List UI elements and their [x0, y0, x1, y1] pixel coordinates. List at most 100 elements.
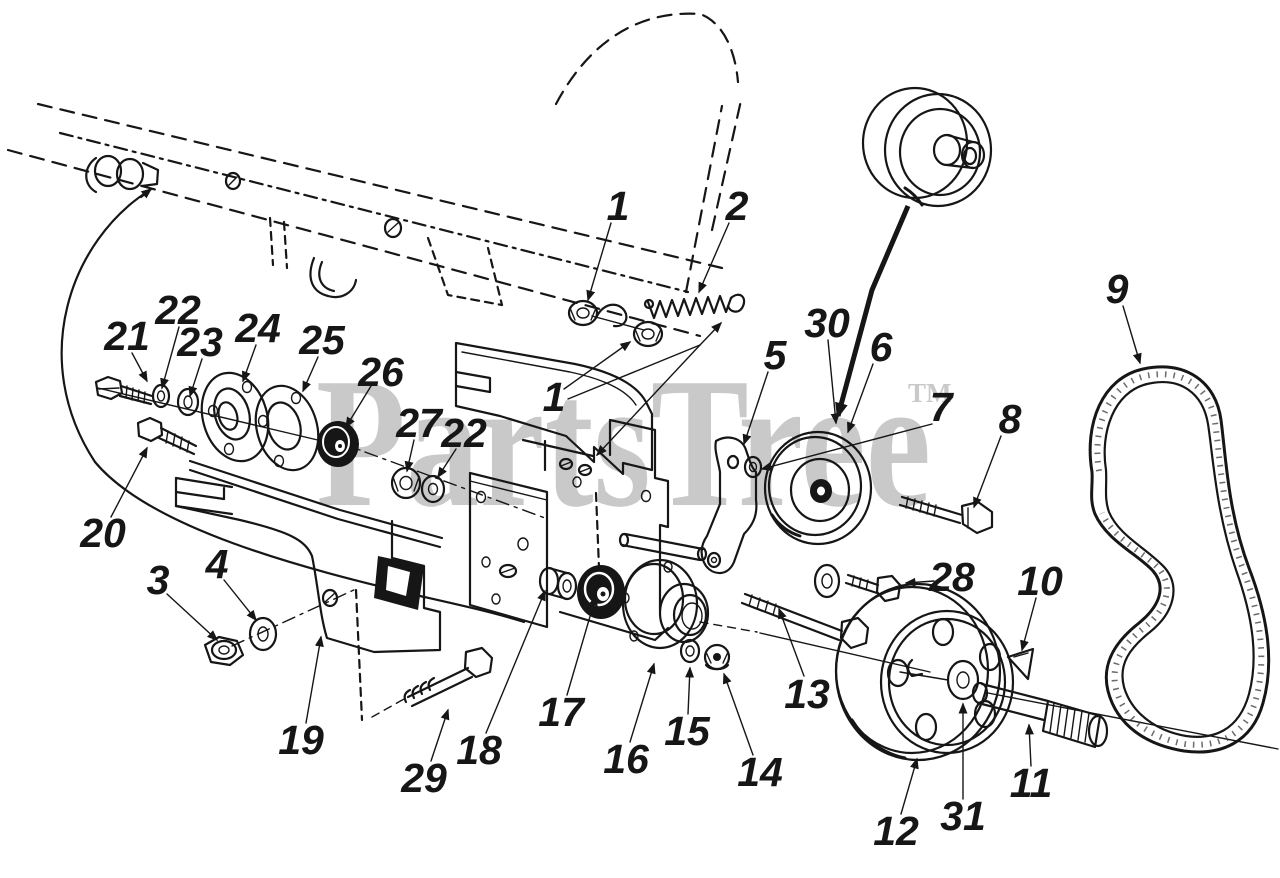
watermark-group: PartsTree TM: [316, 340, 952, 546]
callout-7-28: 7: [930, 384, 955, 430]
callout-18-16: 18: [456, 727, 502, 773]
leader-arrow-11: [1024, 723, 1034, 767]
leader-arrow-4: [223, 579, 257, 622]
leader-arrow-8: [973, 435, 1002, 509]
leader-arrow-28: [904, 577, 935, 587]
callout-8-27: 8: [999, 396, 1022, 442]
leader-arrow-3: [166, 593, 219, 642]
leader-arrow-23: [188, 358, 203, 398]
tractor-frame-phantom: [6, 12, 744, 338]
callout-3-12: 3: [147, 557, 170, 603]
washer-4: [248, 616, 278, 652]
leader-arrow-5: [742, 371, 769, 446]
bearing-flange-25: [254, 384, 320, 472]
nut-14: [703, 643, 731, 671]
callout-31-23: 31: [940, 793, 986, 839]
leader-arrow-13: [778, 607, 805, 677]
leader-arrow-22: [160, 326, 180, 390]
bolt-13: [740, 592, 870, 650]
bolt-21-washers: [94, 375, 200, 417]
pulley-26: [317, 421, 359, 467]
callout-1-0: 1: [607, 183, 630, 229]
extension-spring-2: [643, 293, 746, 320]
spacer-bushing-18: [538, 566, 578, 601]
leader-arrow-17: [566, 594, 598, 696]
v-belt-9: [1088, 365, 1271, 754]
callout-22-4: 22: [154, 287, 201, 333]
bolt-29: [403, 646, 494, 708]
nut-1-upper: [567, 299, 599, 327]
callout-26-8: 26: [357, 349, 405, 395]
idler-bracket-plate: [521, 418, 670, 642]
washer-bolt-28: [813, 563, 902, 603]
callout-1-2: 1: [543, 374, 566, 420]
callout-9-32: 9: [1106, 266, 1129, 312]
leader-arrow-10: [1020, 597, 1037, 652]
leader-arrow-15: [685, 666, 695, 715]
callout-2-1: 2: [725, 183, 749, 229]
leader-arrow-14: [722, 672, 754, 756]
clutch-cable-curve: [60, 187, 526, 624]
leader-arrow-6: [847, 363, 874, 434]
drive-pulley-12: [834, 582, 1015, 762]
washer-31: [946, 659, 980, 701]
nut-3: [203, 635, 245, 667]
callout-17-17: 17: [538, 689, 586, 735]
leader-arrow-1: [595, 344, 701, 457]
woodruff-key-10: [1006, 647, 1035, 681]
leader-arrow-30: [827, 339, 840, 425]
callout-13-21: 13: [784, 671, 830, 717]
leader-arrow-22: [437, 448, 457, 479]
idler-pulley-6: [763, 430, 873, 546]
callout-11-24: 11: [1010, 760, 1053, 806]
watermark-tm-icon: TM: [908, 378, 952, 408]
washer-15: [679, 638, 701, 664]
leader-arrow-19: [305, 635, 324, 724]
spring-hook-wire: [594, 303, 628, 328]
nut-1-lower: [632, 320, 664, 348]
callout-29-15: 29: [400, 755, 447, 801]
callout-4-13: 4: [205, 541, 229, 587]
leader-arrow-20: [110, 446, 148, 518]
leader-arrow-24: [241, 344, 257, 383]
leader-arrow-25: [302, 356, 319, 393]
leader-arrow-1: [586, 222, 612, 302]
callout-14-20: 14: [737, 749, 783, 795]
leader-arrow-7: [760, 423, 933, 471]
callout-27-10: 27: [395, 400, 444, 446]
leader-arrow-27: [404, 439, 415, 473]
bolt-8: [898, 495, 994, 535]
bearing-17: [577, 565, 625, 619]
detail-pulley-top: [835, 86, 993, 419]
callout-21-3: 21: [103, 313, 150, 359]
leader-arrow-9: [1122, 305, 1142, 365]
idler-arm: [700, 436, 758, 575]
callout-16-18: 16: [603, 736, 650, 782]
callout-25-7: 25: [298, 317, 346, 363]
callout-24-6: 24: [234, 305, 281, 351]
leader-arrow-1: [699, 321, 723, 346]
centerlines: [97, 315, 1279, 750]
leader-arrow-16: [629, 662, 656, 743]
splined-shaft-11: [971, 681, 1109, 749]
callout-15-19: 15: [664, 708, 711, 754]
watermark-text: PartsTree: [316, 340, 931, 546]
callout-19-14: 19: [278, 717, 324, 763]
callout-23-5: 23: [176, 319, 223, 365]
leader-arrow-12: [900, 757, 919, 815]
leader-arrow-29: [430, 708, 450, 762]
callout-22-11: 22: [440, 410, 487, 456]
leader-arrow-18: [485, 589, 546, 734]
leader-arrow-21: [131, 352, 148, 383]
callout-28-26: 28: [928, 554, 975, 600]
callout-30-30: 30: [804, 300, 850, 346]
callout-10-25: 10: [1017, 558, 1063, 604]
bracket-19: [174, 459, 444, 722]
leader-line-1: [567, 344, 701, 400]
hanger-bracket: [454, 341, 654, 477]
leader-arrow-2: [698, 222, 730, 294]
callout-5-31: 5: [764, 332, 788, 378]
washer-22-right: [420, 474, 446, 504]
